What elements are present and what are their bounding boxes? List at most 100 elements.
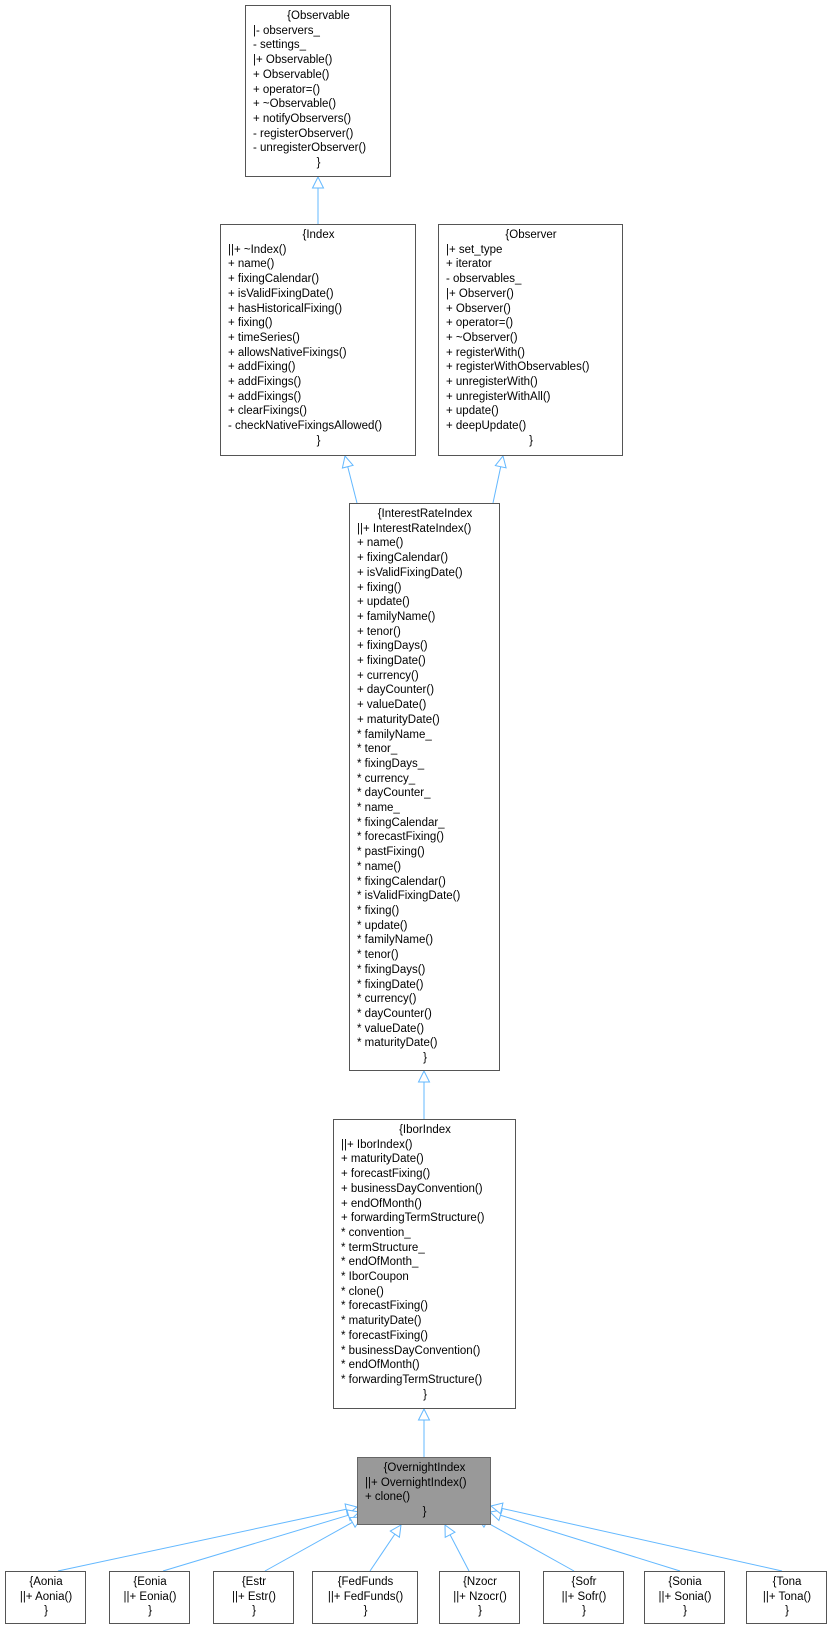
class-name: {Aonia	[29, 1576, 63, 1588]
class-member: * convention_	[341, 1226, 411, 1239]
class-member: + fixingDays()	[357, 640, 428, 653]
class-node-fedfunds[interactable]: {FedFunds||+ FedFunds()}	[312, 1571, 418, 1624]
class-member: ||+ Nzocr()	[453, 1590, 507, 1603]
inheritance-arrowhead	[444, 1524, 456, 1539]
class-close-brace: }	[683, 1605, 687, 1618]
class-member: - settings_	[253, 39, 307, 52]
class-node-index[interactable]: {Index||+ ~Index()+ name()+ fixingCalend…	[220, 224, 416, 456]
class-member: * currency_	[357, 772, 416, 785]
class-member: * IborCoupon	[341, 1271, 409, 1284]
class-node-sonia[interactable]: {Sonia||+ Sonia()}	[644, 1571, 725, 1624]
class-node-sofr[interactable]: {Sofr ||+ Sofr()}	[543, 1571, 624, 1624]
class-member: + clearFixings()	[228, 405, 307, 418]
class-member: * maturityDate()	[341, 1315, 422, 1328]
class-member: * pastFixing()	[357, 846, 425, 859]
class-member: + ~Observer()	[446, 331, 518, 344]
class-close-brace: }	[423, 1052, 427, 1065]
class-member: * fixingDays_	[357, 757, 425, 770]
class-member: * familyName_	[357, 728, 432, 741]
class-name: {Observer	[505, 229, 557, 241]
class-member: * endOfMonth_	[341, 1256, 419, 1269]
class-member: ||+ Estr()	[232, 1590, 276, 1603]
class-member: * clone()	[341, 1285, 384, 1298]
class-name: {IborIndex	[399, 1124, 451, 1136]
class-member: + deepUpdate()	[446, 420, 527, 433]
class-member: * dayCounter_	[357, 787, 431, 800]
class-member: + isValidFixingDate()	[228, 287, 334, 300]
class-member: + name()	[357, 537, 404, 550]
class-name: {Tona	[772, 1576, 802, 1588]
class-member: + addFixings()	[228, 390, 302, 403]
class-member: + currency()	[357, 669, 419, 682]
class-member: + operator=()	[446, 317, 514, 330]
class-node-observable[interactable]: {Observable|- observers_- settings_|+ Ob…	[245, 5, 391, 177]
class-member: ||+ FedFunds()	[327, 1590, 404, 1603]
class-name: {InterestRateIndex	[377, 508, 473, 520]
class-name: {Sofr	[571, 1576, 597, 1588]
class-close-brace: }	[582, 1605, 586, 1618]
class-close-brace: }	[363, 1605, 368, 1618]
class-close-brace: }	[478, 1605, 482, 1618]
class-member: ||+ IborIndex()	[341, 1138, 413, 1151]
class-member: |+ Observer()	[446, 287, 514, 300]
class-close-brace: }	[316, 434, 321, 447]
class-member: + hasHistoricalFixing()	[228, 302, 343, 315]
class-member: + operator=()	[253, 83, 321, 96]
class-member: + tenor()	[357, 625, 401, 638]
inheritance-arrowhead	[389, 1524, 402, 1539]
edge-sofr-to-overnightindex	[486, 1521, 575, 1572]
edge-estr-to-overnightindex	[264, 1521, 353, 1572]
class-member: * tenor_	[357, 743, 398, 756]
class-member: * fixing()	[357, 904, 400, 917]
class-member: + Observer()	[446, 302, 511, 315]
class-member: * fixingDays()	[357, 963, 426, 976]
class-member: * termStructure_	[341, 1241, 425, 1254]
class-member: * currency()	[357, 993, 417, 1006]
class-member: + isValidFixingDate()	[357, 566, 463, 579]
class-member: * dayCounter()	[357, 1007, 432, 1020]
class-member: + fixing()	[228, 317, 273, 330]
class-name: {OvernightIndex	[383, 1462, 466, 1474]
class-node-overnightindex[interactable]: {OvernightIndex||+ OvernightIndex()+ clo…	[357, 1457, 491, 1525]
class-node-estr[interactable]: {Estr||+ Estr()}	[213, 1571, 294, 1624]
class-node-tona[interactable]: {Tona||+ Tona()}	[746, 1571, 827, 1624]
class-member: ||+ Tona()	[762, 1590, 812, 1603]
class-close-brace: }	[44, 1605, 48, 1618]
edge-interestrateindex-to-observer	[492, 466, 502, 504]
class-member: - registerObserver()	[253, 127, 354, 140]
class-node-observer[interactable]: {Observer|+ set_type+ iterator- observab…	[438, 224, 623, 456]
class-member: - unregisterObserver()	[253, 142, 367, 155]
class-member: + fixingCalendar()	[228, 273, 320, 286]
inheritance-arrowhead	[341, 454, 354, 469]
class-member: ||+ Sofr()	[561, 1590, 607, 1603]
class-node-iborindex[interactable]: {IborIndex||+ IborIndex()+ maturityDate(…	[333, 1119, 516, 1409]
class-member: + forecastFixing()	[341, 1168, 431, 1181]
class-member: * valueDate()	[357, 1022, 425, 1035]
class-close-brace: }	[422, 1506, 427, 1519]
class-member: + ~Observable()	[253, 98, 337, 111]
class-member: * businessDayConvention()	[341, 1344, 481, 1357]
class-member: |- observers_	[253, 24, 320, 37]
inheritance-arrowhead	[417, 1407, 431, 1421]
class-member: + timeSeries()	[228, 331, 300, 344]
class-node-aonia[interactable]: {Aonia||+ Aonia()}	[5, 1571, 86, 1624]
edge-sonia-to-overnightindex	[500, 1514, 681, 1572]
edge-fedfunds-to-overnightindex	[369, 1533, 396, 1572]
class-member: + unregisterWithAll()	[446, 390, 551, 403]
class-node-eonia[interactable]: {Eonia||+ Eonia()}	[109, 1571, 190, 1624]
class-name: {Observable	[287, 10, 350, 22]
class-node-interestrateindex[interactable]: {InterestRateIndex||+ InterestRateIndex(…	[349, 503, 500, 1071]
class-name: {Index	[302, 229, 335, 241]
class-member: * fixingCalendar()	[357, 875, 446, 888]
class-member: * fixingCalendar_	[357, 816, 445, 829]
class-member: + fixingCalendar()	[357, 552, 449, 565]
class-member: * name_	[357, 802, 400, 815]
class-close-brace: }	[252, 1605, 256, 1618]
class-member: + iterator	[446, 258, 492, 271]
edge-tona-to-overnightindex	[501, 1507, 783, 1572]
inheritance-arrowhead	[494, 454, 507, 469]
class-member: + fixingDate()	[357, 655, 426, 668]
class-member: * forecastFixing()	[341, 1300, 428, 1313]
class-node-nzocr[interactable]: {Nzocr||+ Nzocr()}	[439, 1571, 520, 1624]
class-member: * familyName()	[357, 934, 434, 947]
